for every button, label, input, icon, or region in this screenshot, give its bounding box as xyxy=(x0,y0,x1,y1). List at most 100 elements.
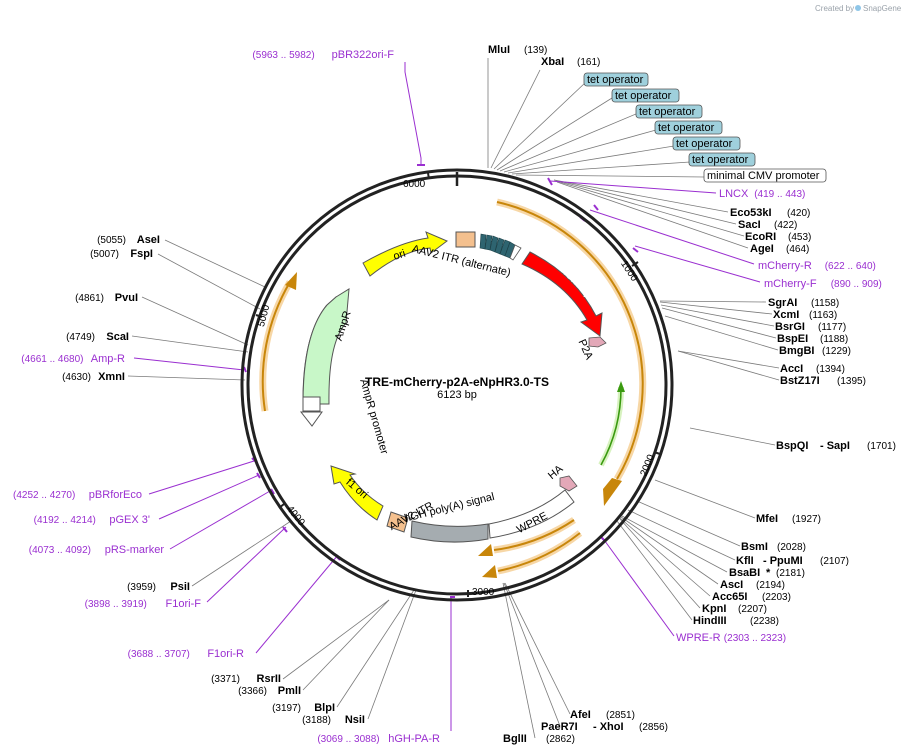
primer-pbr322ori-f: (5963 .. 5982)pBR322ori-F xyxy=(252,49,394,61)
primer-pbrforeco: (4252 .. 4270) pBRforEco xyxy=(13,489,142,501)
enzyme-position: (453) xyxy=(788,232,811,243)
enzyme-site-bsrgi: BsrGI (1177) xyxy=(775,321,846,333)
enzyme-site-kpni: KpnI (2207) xyxy=(702,603,767,615)
boxed-feature-labels: tet operator tet operator tet operator t… xyxy=(583,72,827,183)
enzyme-position: (4749) xyxy=(66,332,95,343)
primer-range: (3069 .. 3088) xyxy=(317,734,379,745)
enzyme-position: (4630) xyxy=(62,372,91,383)
enzyme-site-bmgbi: BmgBI(1229) xyxy=(779,345,851,357)
ampr-promoter-feature xyxy=(299,396,323,427)
svg-text:tet operator: tet operator xyxy=(587,74,644,86)
primer-name: LNCX xyxy=(719,188,749,200)
tet-operator-label-2: tet operator xyxy=(611,88,680,103)
primer-range: (4252 .. 4270) xyxy=(13,490,75,501)
enzyme-position: (2181) xyxy=(776,568,805,579)
enzyme-position: (3366) xyxy=(238,686,267,697)
enzyme-leader-lines xyxy=(127,58,780,739)
minimal-cmv-promoter-label: minimal CMV promoter xyxy=(703,168,827,183)
enzyme-position: (2862) xyxy=(546,734,575,745)
enzyme-site-sgrai: SgrAI (1158) xyxy=(768,297,839,309)
enzyme-position: (1701) xyxy=(867,441,896,452)
enzyme-site-fspi: (5007)FspI xyxy=(90,248,153,260)
enzyme-site-hindiii: HindIII(2238) xyxy=(693,615,779,627)
orf-arcs xyxy=(259,198,647,578)
enzyme-labels: MluI(139)XbaI(161)Eco53kI(420)SacI(422)E… xyxy=(62,44,896,745)
primer-name: Amp-R xyxy=(91,353,125,365)
enzyme-site-pmli: (3366) PmlI xyxy=(238,685,301,697)
enzyme-name: XmnI xyxy=(98,371,125,383)
enzyme-position: (1177) xyxy=(818,322,846,333)
enzyme-isoschizomer: * xyxy=(766,567,771,579)
enzyme-name: PmlI xyxy=(278,685,301,697)
primer-range: (4073 .. 4092) xyxy=(29,545,91,556)
primer-wpre-r: WPRE-R(2303 .. 2323) xyxy=(676,632,786,644)
credit-app: SnapGene xyxy=(863,4,902,13)
enzyme-name: BsaBI xyxy=(729,567,760,579)
enzyme-site-bsmi: BsmI(2028) xyxy=(741,541,806,553)
enzyme-position: (2028) xyxy=(777,542,806,553)
primer-name: pGEX 3' xyxy=(109,514,150,526)
enzyme-name: PsiI xyxy=(170,581,190,593)
enzyme-site-kfli: KflI- PpuMI(2107) xyxy=(736,555,849,567)
enzyme-name: SgrAI xyxy=(768,297,797,309)
enzyme-name: KpnI xyxy=(702,603,726,615)
enzyme-name: AgeI xyxy=(750,243,774,255)
enzyme-site-pvui: (4861)PvuI xyxy=(75,292,138,304)
enzyme-name: Acc65I xyxy=(712,591,747,603)
enzyme-site-asei: (5055)AseI xyxy=(97,234,160,246)
svg-text:tet operator: tet operator xyxy=(639,106,696,118)
enzyme-position: (2207) xyxy=(738,604,767,615)
enzyme-position: (3197) xyxy=(272,703,301,714)
enzyme-site-saci: SacI(422) xyxy=(738,219,797,231)
enzyme-site-mlui: MluI(139) xyxy=(488,44,547,56)
primer-range: (3898 .. 3919) xyxy=(85,599,147,610)
ori-label: ori xyxy=(392,248,407,263)
enzyme-name: SacI xyxy=(738,219,761,231)
enzyme-position: (1395) xyxy=(837,376,866,387)
plasmid-name: TRE-mCherry-p2A-eNpHR3.0-TS xyxy=(365,375,549,389)
enzyme-name: XcmI xyxy=(773,309,799,321)
enzyme-position: (1163) xyxy=(809,310,837,321)
enzyme-site-xmni: (4630) XmnI xyxy=(62,371,125,383)
enzyme-position: (420) xyxy=(787,208,810,219)
enzyme-name: KflI xyxy=(736,555,754,567)
hgh-polya-feature xyxy=(410,520,489,543)
enzyme-site-mfei: MfeI(1927) xyxy=(756,513,821,525)
primer-range: (3688 .. 3707) xyxy=(128,649,190,660)
enzyme-position: (2194) xyxy=(756,580,785,591)
primer-name: mCherry-F xyxy=(764,278,817,290)
enzyme-position: (1394) xyxy=(816,364,845,375)
primer-name: hGH-PA-R xyxy=(388,733,440,745)
primer-mcherry-r: mCherry-R(622 .. 640) xyxy=(758,260,876,272)
tet-operator-label-4: tet operator xyxy=(654,120,723,135)
primer-range: (419 .. 443) xyxy=(754,189,805,200)
enzyme-name: BstZ17I xyxy=(780,375,820,387)
aav2-itr-top-feature xyxy=(455,231,476,248)
primer-name: F1ori-R xyxy=(207,648,244,660)
primer-mcherry-f: mCherry-F(890 .. 909) xyxy=(764,278,882,290)
enzyme-name: MfeI xyxy=(756,513,778,525)
tet-operator-label-3: tet operator xyxy=(635,104,703,119)
enzyme-position: (2203) xyxy=(762,592,791,603)
enzyme-site-afei: AfeI(2851) xyxy=(570,709,635,721)
primer-labels: (5963 .. 5982)pBR322ori-F LNCX (419 .. 443… xyxy=(13,49,882,745)
enzyme-name: BsrGI xyxy=(775,321,805,333)
primer-range: (4661 .. 4680) xyxy=(21,354,83,365)
enzyme-site-bspei: BspEI(1188) xyxy=(777,333,848,345)
enzyme-name: ScaI xyxy=(106,331,129,343)
backbone-ring xyxy=(240,168,674,602)
ampr-promoter-label: AmpR promoter xyxy=(357,378,390,456)
enzyme-position: (1229) xyxy=(822,346,851,357)
enzyme-position: (5007) xyxy=(90,249,119,260)
primer-range: (622 .. 640) xyxy=(825,261,876,272)
enzyme-name: AseI xyxy=(137,234,160,246)
enzyme-site-psii: (3959)PsiI xyxy=(127,581,190,593)
enzyme-name: Eco53kI xyxy=(730,207,772,219)
enzyme-position: (3188) xyxy=(302,715,331,726)
enzyme-site-ecori: EcoRI(453) xyxy=(745,231,811,243)
primer-range: (5963 .. 5982) xyxy=(252,50,314,61)
primer-name: pBRforEco xyxy=(89,489,142,501)
enzyme-position: (1158) xyxy=(811,298,839,309)
enzyme-isoschizomer: - SapI xyxy=(820,440,850,452)
enzyme-site-agei: AgeI(464) xyxy=(750,243,809,255)
